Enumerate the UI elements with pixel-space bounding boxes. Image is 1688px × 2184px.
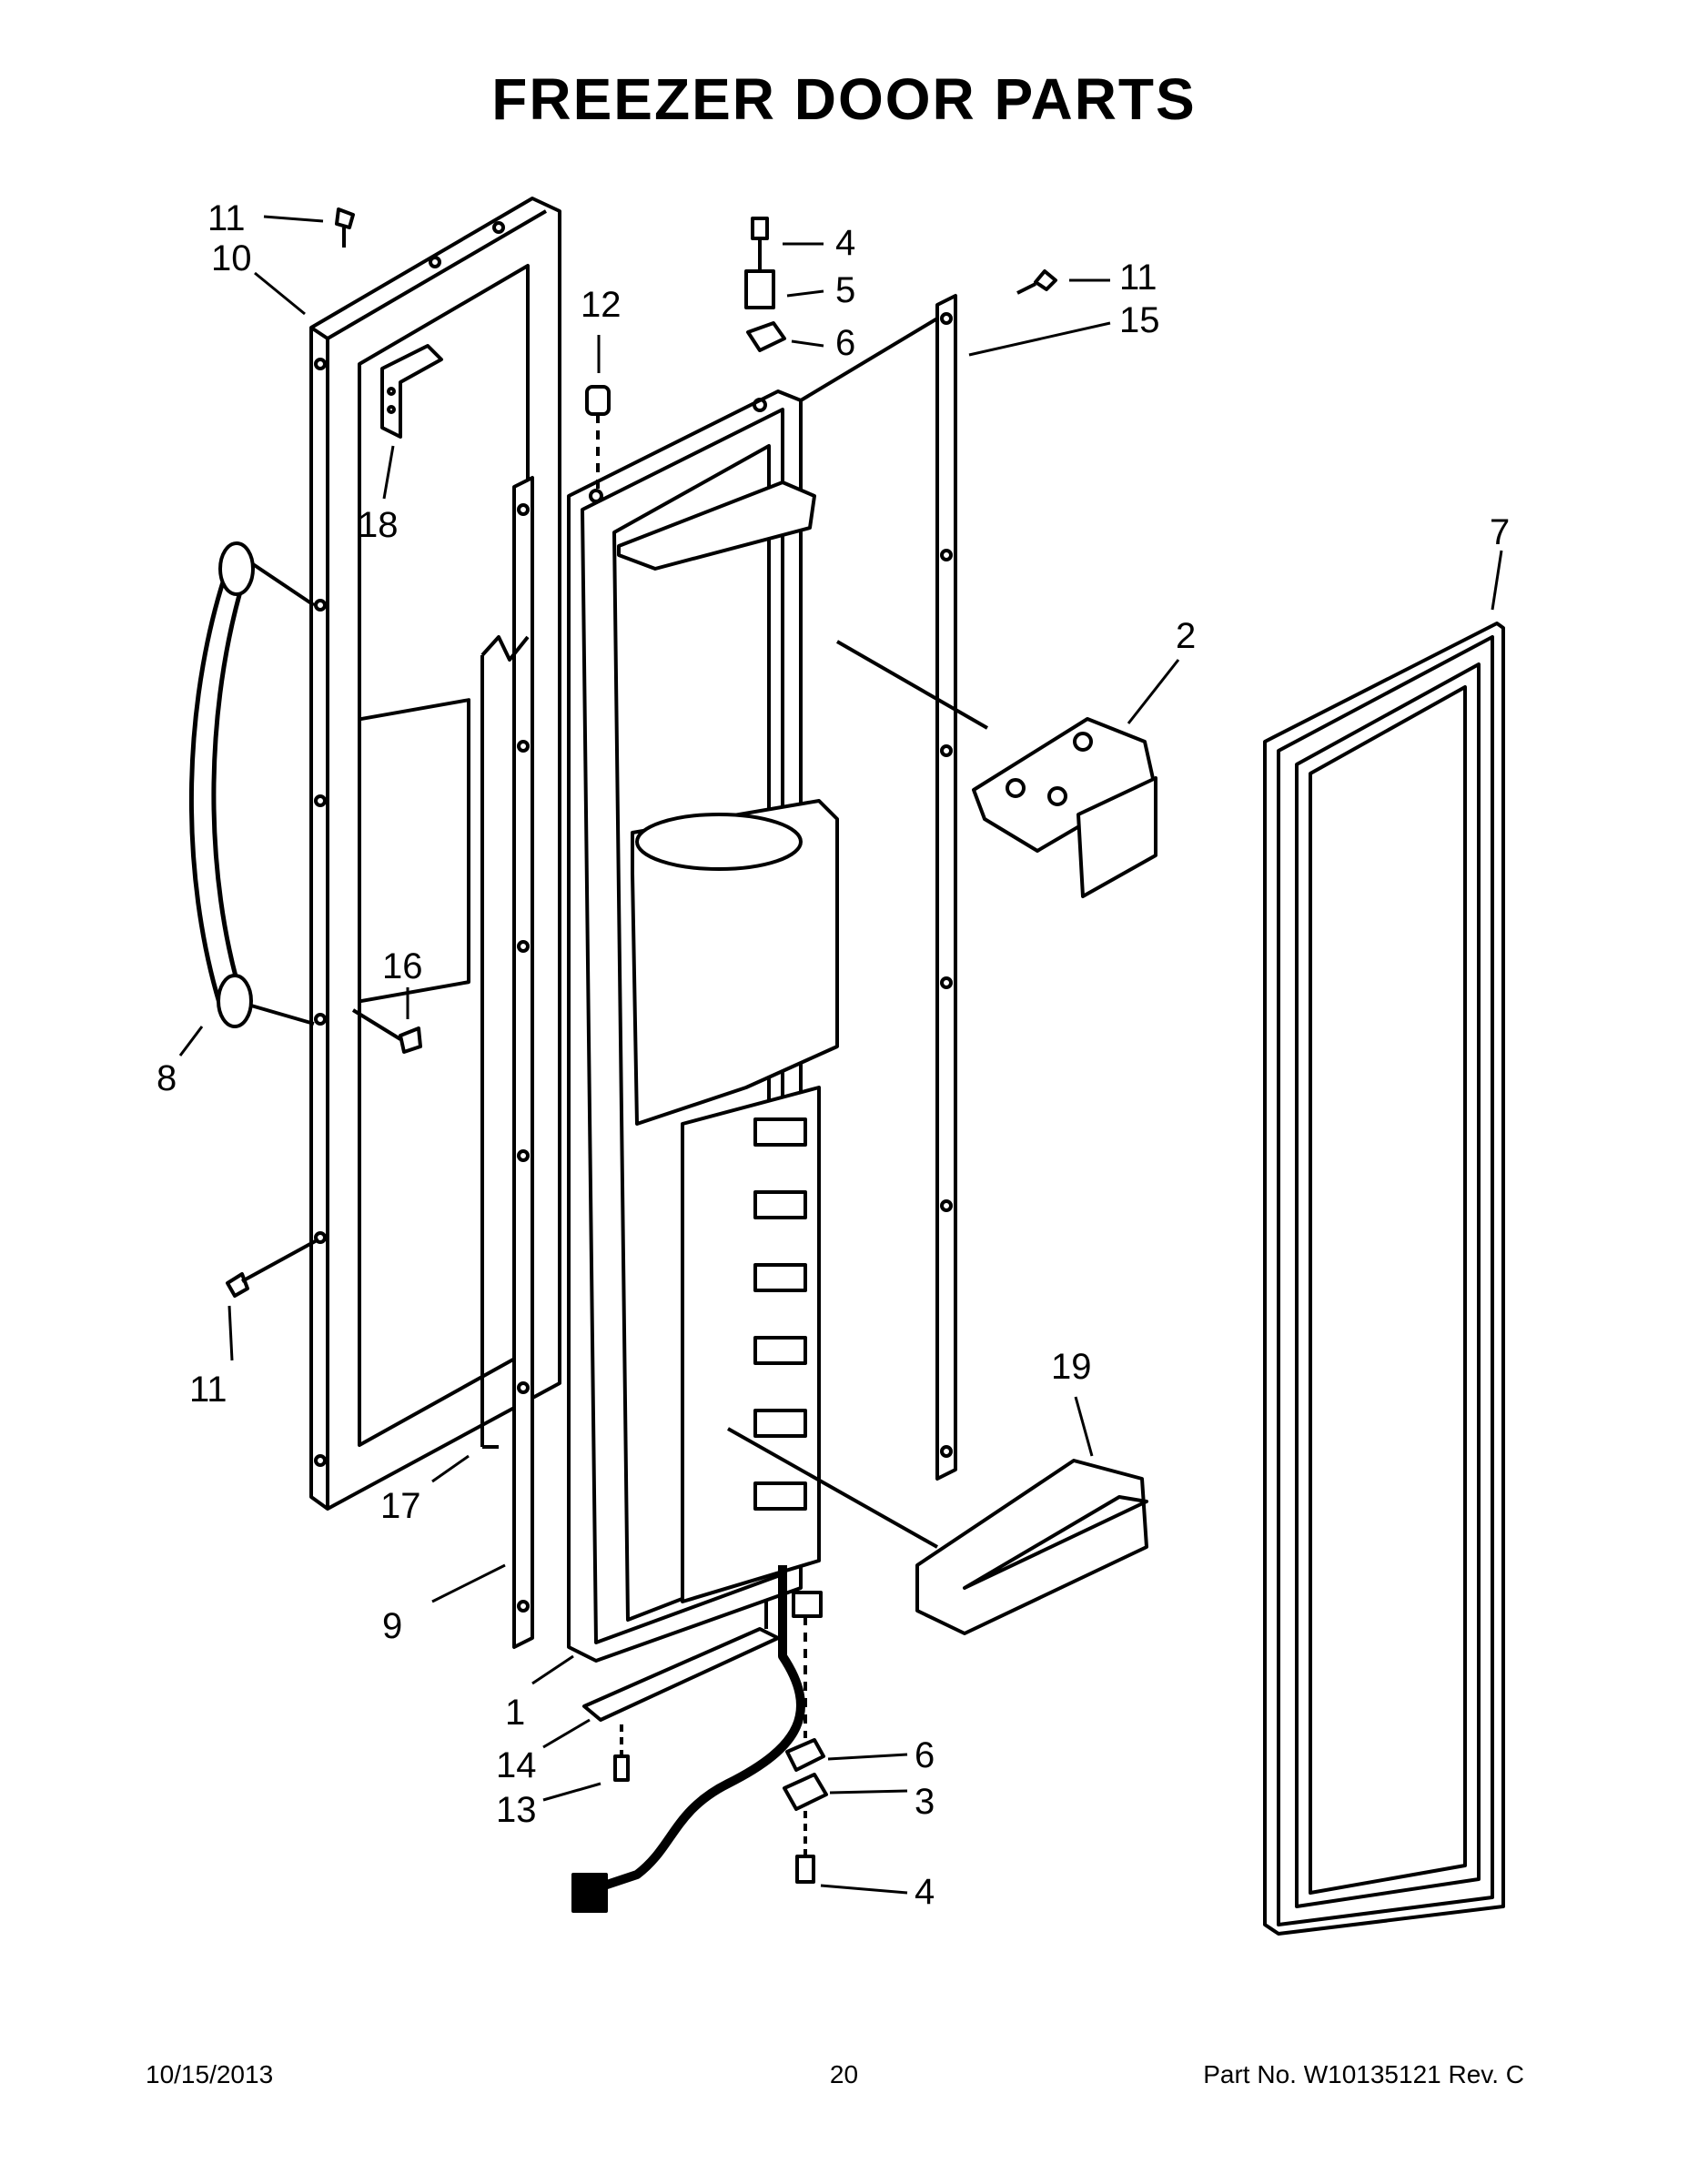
- screw-11-left: [226, 1238, 319, 1298]
- top-hinge-assembly: [744, 217, 786, 352]
- callout-2: 2: [1176, 616, 1196, 656]
- page-title: FREEZER DOOR PARTS: [491, 66, 1197, 132]
- door-gasket: [1263, 622, 1505, 1936]
- callout-13: 13: [496, 1790, 537, 1830]
- insulation-panel-17: [480, 635, 530, 1449]
- callout-17: 17: [380, 1486, 421, 1526]
- bushing-12: [585, 385, 611, 491]
- screw-16: [351, 1008, 422, 1054]
- door-handle: [188, 541, 316, 1028]
- callout-11-left: 11: [189, 1370, 227, 1410]
- footer-page-number: 20: [829, 2060, 859, 2088]
- callout-5: 5: [835, 270, 855, 310]
- callout-labels: 11 10 12 18 4 5 6 11 15 2 7 8 16 11 17 1…: [157, 198, 1510, 1912]
- inner-door-liner: [567, 389, 839, 1663]
- callout-10: 10: [211, 238, 252, 278]
- callout-4-bottom: 4: [915, 1872, 935, 1912]
- screw-11-top-right: [1016, 269, 1057, 295]
- vertical-trim-strip-9: [512, 476, 534, 1649]
- screw-13: [613, 1724, 630, 1782]
- footer-date: 10/15/2013: [146, 2060, 274, 2088]
- door-shelf-tabs: [753, 1117, 807, 1511]
- door-frame-panel: [309, 197, 561, 1511]
- screw-11-top-left: [335, 207, 355, 248]
- callout-11-top-left: 11: [207, 198, 246, 238]
- door-bin-19: [727, 1427, 1148, 1635]
- callout-3: 3: [915, 1782, 935, 1822]
- callout-9: 9: [382, 1606, 402, 1646]
- callout-19: 19: [1051, 1347, 1092, 1387]
- footer-part-number: Part No. W10135121 Rev. C: [1203, 2060, 1524, 2088]
- callout-1: 1: [505, 1693, 525, 1733]
- trim-strip-15: [799, 294, 957, 1481]
- leader-lines: [178, 215, 1503, 1895]
- wire-harness: [571, 1565, 805, 1913]
- callout-7: 7: [1490, 512, 1510, 552]
- callout-6-top: 6: [835, 323, 855, 363]
- bracket-18: [380, 344, 443, 439]
- callout-16: 16: [382, 946, 423, 986]
- hinge-bracket-2: [836, 640, 1157, 898]
- callout-11-top-right: 11: [1119, 258, 1157, 298]
- callout-15: 15: [1119, 300, 1160, 340]
- callout-6-bottom: 6: [915, 1735, 935, 1775]
- callout-12: 12: [581, 285, 622, 325]
- callout-4-top: 4: [835, 223, 855, 263]
- callout-14: 14: [496, 1745, 537, 1785]
- callout-8: 8: [157, 1058, 177, 1098]
- callout-18: 18: [358, 505, 399, 545]
- bottom-hinge-assembly: [783, 1591, 828, 1884]
